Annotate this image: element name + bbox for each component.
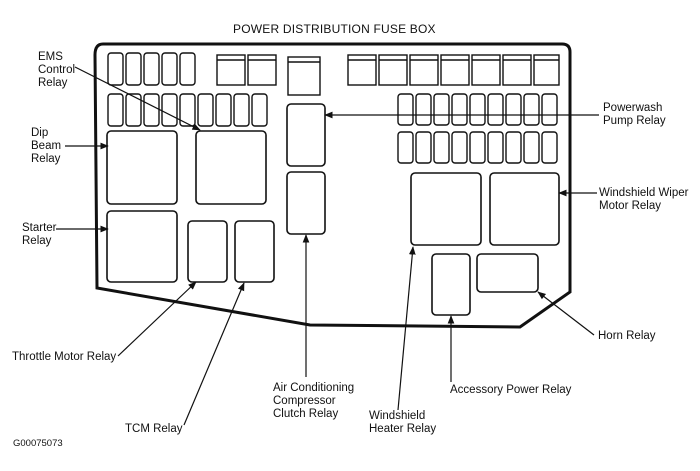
accessory-power-relay-box [431,253,471,316]
right-fuse-row-2 [397,131,558,164]
figure-code: G00075073 [13,438,63,449]
fuse-box-outline [93,42,572,329]
ac-compressor-relay-box [286,171,326,235]
ems-leader [74,66,201,131]
top-maxi-fuses-right [347,54,560,86]
diagram-title: POWER DISTRIBUTION FUSE BOX [233,22,436,36]
horn-relay-box [476,253,539,293]
label-windshield-wiper-motor-relay: Windshield Wiper Motor Relay [599,187,689,212]
label-powerwash-pump-relay: Powerwash Pump Relay [603,102,666,127]
label-ems-control-relay: EMS Control Relay [38,51,76,89]
powerwash-pump-relay-box [286,103,326,167]
tcm-relay-box [234,220,275,283]
ems-control-relay-box [195,130,267,205]
label-accessory-power-relay: Accessory Power Relay [450,384,572,396]
label-starter-relay: Starter Relay [22,222,57,247]
label-tcm-relay: TCM Relay [125,423,183,435]
windshield-wiper-relay-box [489,172,560,246]
starter-relay-box [106,210,178,283]
windshield-heater-relay-box [410,172,482,246]
label-windshield-heater-relay: Windshield Heater Relay [369,410,437,435]
right-fuse-row-1 [397,93,558,126]
top-center-fuse [287,56,321,96]
label-throttle-motor-relay: Throttle Motor Relay [12,351,117,363]
label-dip-beam-relay: Dip Beam Relay [31,127,62,165]
left-fuse-row-2 [107,93,268,127]
top-left-fuse-row [107,52,196,86]
heater-leader [397,246,416,411]
throttle-leader [117,281,197,357]
dip-beam-relay-box [106,130,178,205]
top-maxi-fuses-left [216,54,277,86]
throttle-motor-relay-box [187,220,228,283]
label-horn-relay: Horn Relay [598,330,656,342]
horn-leader [537,291,595,336]
tcm-leader [183,282,245,426]
label-air-conditioning-relay: Air Conditioning Compressor Clutch Relay [273,382,355,420]
